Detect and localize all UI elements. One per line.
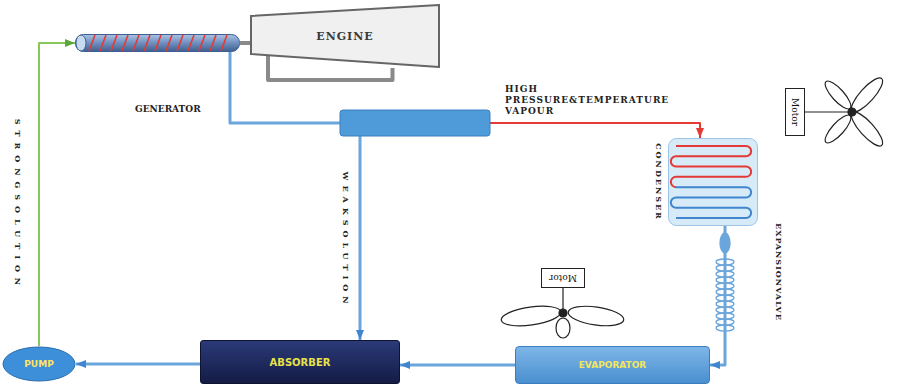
engine-block: ENGINE (250, 4, 440, 68)
motor-box: Motor (785, 88, 805, 136)
fan-hub (559, 309, 567, 317)
generator-tube: GENERATOR (75, 34, 240, 52)
fan-shaft (805, 111, 848, 112)
pipe-connector (400, 364, 515, 367)
node-label: CONDENSER (654, 143, 664, 221)
pipe-connector (39, 43, 75, 346)
pipe-connector (230, 52, 360, 340)
condenser-shell (669, 139, 758, 226)
node-label: ABSORBER (270, 357, 331, 368)
node-label: Motor (549, 273, 577, 283)
condenser-coil: CONDENSER (650, 138, 758, 226)
pipe-connector (710, 226, 725, 365)
node-label: Motor (790, 98, 800, 126)
node-label: ENGINE (316, 30, 373, 43)
generator-outline (75, 34, 240, 52)
node-label: GENERATOR (135, 104, 201, 114)
fan-blade (821, 112, 854, 147)
condenser-outline (668, 138, 758, 226)
pipe-connector (230, 52, 700, 138)
generator-cap (76, 35, 86, 51)
heating-coil (89, 35, 227, 51)
evaporator-fan (500, 288, 625, 338)
evaporator-box: EVAPORATOR (515, 346, 710, 384)
absorber-box: ABSORBER (200, 340, 400, 384)
node-label: PUMP (24, 359, 53, 369)
pipe-connector (76, 363, 200, 366)
engine-shape (251, 5, 439, 67)
condenser-fan (805, 74, 887, 150)
pump-body: PUMP (2, 346, 76, 382)
fan-hub (848, 108, 856, 116)
fan-blade (500, 303, 562, 329)
edge-label: STRONGSOLUTION (13, 119, 23, 291)
fan-blade (847, 108, 887, 150)
motor-box: Motor (541, 268, 585, 288)
fan-blade (821, 78, 854, 113)
edge-label: HIGH PRESSURE&TEMPERATURE VAPOUR (505, 84, 669, 117)
condenser-tube (671, 187, 751, 218)
edge-label: WEAKSOLUTION (341, 171, 351, 308)
pump-shape (3, 347, 75, 381)
generator-shell (76, 35, 240, 52)
fan-blade (556, 318, 570, 338)
fan-shaft (562, 288, 563, 309)
fan-blade (567, 303, 625, 329)
condenser-tube (671, 146, 751, 187)
separator-vessel (340, 110, 490, 136)
fan-blade (847, 74, 887, 116)
node-label: EVAPORATOR (579, 360, 647, 370)
edge-label: EXPANSIONVALVE (774, 223, 784, 321)
